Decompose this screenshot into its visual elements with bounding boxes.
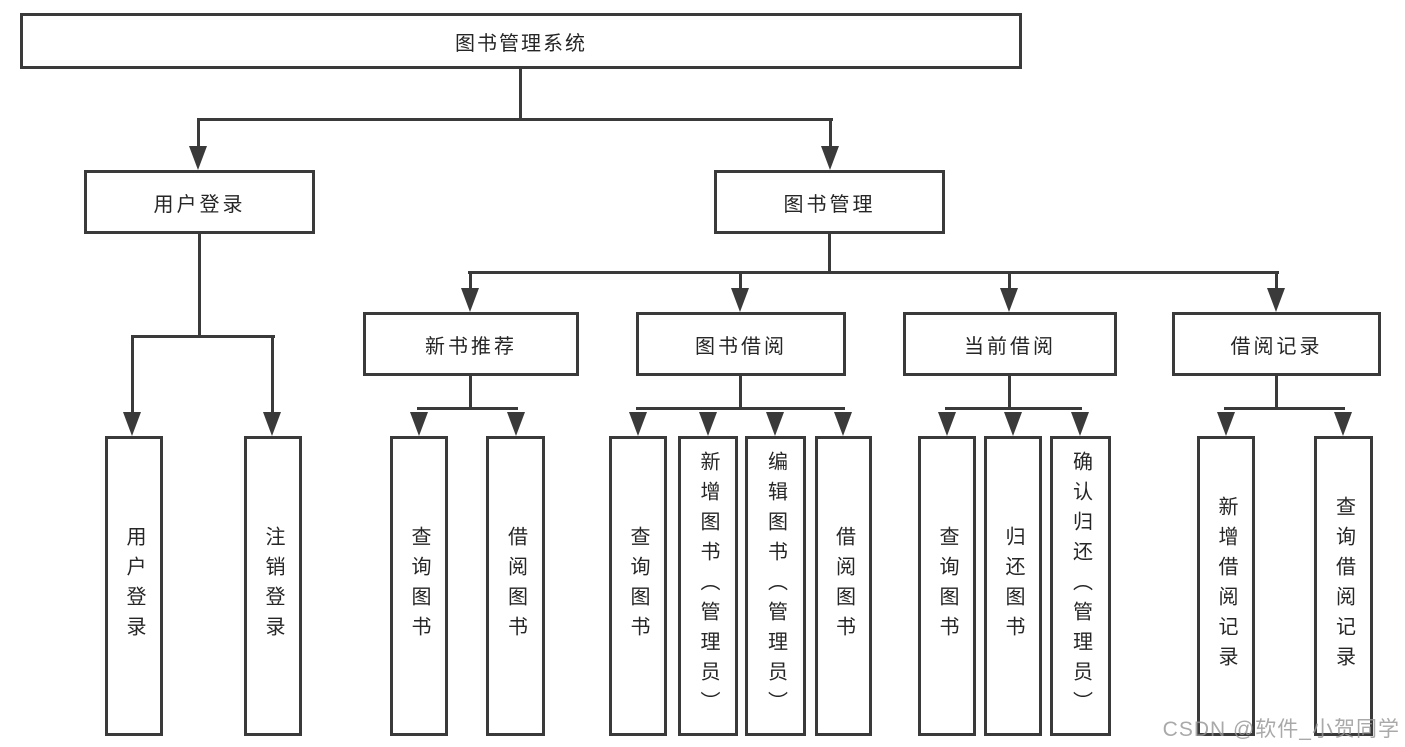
leaf-query-borrow-record: 查询借阅记录 (1314, 436, 1373, 736)
connector-line (131, 335, 275, 338)
node-current-borrowing: 当前借阅 (903, 312, 1117, 376)
arrow-down-icon (461, 288, 479, 312)
connector-line (1275, 271, 1278, 290)
connector-line (468, 271, 1279, 274)
arrow-down-icon (731, 288, 749, 312)
node-user-login: 用户登录 (84, 170, 315, 234)
leaf-logout: 注销登录 (244, 436, 302, 736)
arrow-down-icon (1071, 412, 1089, 436)
leaf-borrow-books-1: 借阅图书 (486, 436, 545, 736)
connector-line (828, 234, 831, 271)
connector-line (1275, 376, 1278, 407)
arrow-down-icon (189, 146, 207, 170)
arrow-down-icon (507, 412, 525, 436)
connector-line (197, 118, 200, 150)
connector-line (131, 335, 134, 414)
connector-line (739, 376, 742, 407)
node-new-book-recommendation: 新书推荐 (363, 312, 579, 376)
node-book-management: 图书管理 (714, 170, 945, 234)
connector-line (417, 407, 518, 410)
connector-line (1008, 271, 1011, 290)
leaf-query-books-2: 查询图书 (609, 436, 667, 736)
connector-line (271, 335, 274, 414)
arrow-down-icon (766, 412, 784, 436)
leaf-add-borrow-record: 新增借阅记录 (1197, 436, 1255, 736)
leaf-return-books: 归还图书 (984, 436, 1042, 736)
arrow-down-icon (1000, 288, 1018, 312)
leaf-borrow-books-2: 借阅图书 (815, 436, 872, 736)
arrow-down-icon (821, 146, 839, 170)
connector-line (519, 69, 522, 118)
leaf-query-books-3: 查询图书 (918, 436, 976, 736)
arrow-down-icon (1267, 288, 1285, 312)
connector-line (739, 271, 742, 290)
leaf-user-login: 用户登录 (105, 436, 163, 736)
node-borrowing-records: 借阅记录 (1172, 312, 1381, 376)
connector-line (1224, 407, 1345, 410)
arrow-down-icon (1004, 412, 1022, 436)
csdn-watermark: CSDN @软件_小贺同学 (1162, 718, 1400, 741)
arrow-down-icon (938, 412, 956, 436)
connector-line (469, 376, 472, 407)
arrow-down-icon (1334, 412, 1352, 436)
arrow-down-icon (699, 412, 717, 436)
arrow-down-icon (834, 412, 852, 436)
connector-line (829, 118, 832, 150)
arrow-down-icon (263, 412, 281, 436)
connector-line (1008, 376, 1011, 407)
connector-line (636, 407, 845, 410)
connector-line (197, 118, 833, 121)
leaf-confirm-return-admin: 确认归还（管理员） (1050, 436, 1111, 736)
leaf-edit-books-admin: 编辑图书（管理员） (745, 436, 806, 736)
arrow-down-icon (123, 412, 141, 436)
leaf-query-books-1: 查询图书 (390, 436, 448, 736)
leaf-add-books-admin: 新增图书（管理员） (678, 436, 738, 736)
connector-line (469, 271, 472, 290)
connector-line (198, 234, 201, 335)
arrow-down-icon (410, 412, 428, 436)
arrow-down-icon (629, 412, 647, 436)
connector-line (945, 407, 1082, 410)
arrow-down-icon (1217, 412, 1235, 436)
node-root-library-system: 图书管理系统 (20, 13, 1022, 69)
node-book-borrowing: 图书借阅 (636, 312, 846, 376)
